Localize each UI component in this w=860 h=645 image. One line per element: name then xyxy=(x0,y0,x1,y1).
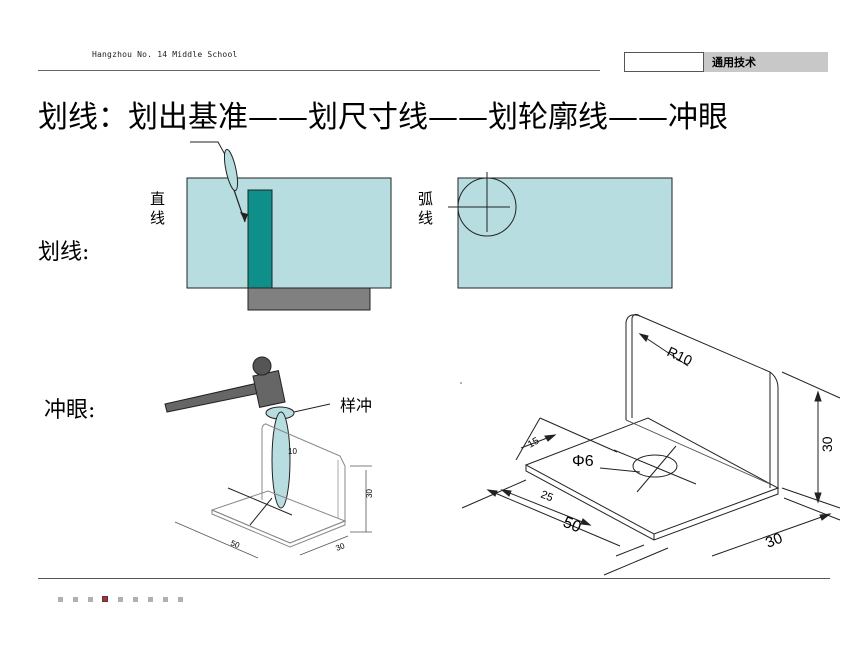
small-dim-10: 10 xyxy=(288,447,297,456)
bracket-dim-30-height: 30 xyxy=(819,436,835,452)
center-punch-label: 样冲 xyxy=(340,396,373,415)
arc-scribing-figure xyxy=(448,172,673,289)
punching-label: 冲眼: xyxy=(44,398,96,423)
scribing-label: 划线: xyxy=(38,240,90,265)
bracket-dim-15: 15 xyxy=(526,435,542,450)
straight-line-label: 直线 xyxy=(150,190,166,227)
page-dot[interactable] xyxy=(163,597,168,602)
arc-line-label: 弧线 xyxy=(418,190,434,227)
bracket-dim-50: 50 xyxy=(561,514,584,536)
punching-figure xyxy=(164,356,372,559)
footer-divider xyxy=(38,578,830,579)
page-dot[interactable] xyxy=(178,597,183,602)
page-dot-current[interactable] xyxy=(102,596,108,602)
course-tag: 通用技术 xyxy=(712,56,756,69)
page-dot[interactable] xyxy=(58,597,63,602)
small-dim-50: 50 xyxy=(229,539,241,551)
bracket-dim-30-depth: 30 xyxy=(763,530,785,552)
small-dim-30h: 30 xyxy=(365,489,374,498)
slide-title: 划线：划出基准——划尺寸线——划轮廓线——冲眼 xyxy=(38,100,728,135)
page-dot[interactable] xyxy=(133,597,138,602)
bracket-hole: Φ6 xyxy=(572,453,594,470)
bracket-dim-25: 25 xyxy=(539,489,555,505)
course-tag-fill xyxy=(703,52,828,72)
page-dot[interactable] xyxy=(148,597,153,602)
small-dim-30: 30 xyxy=(334,541,346,553)
bracket-drawing xyxy=(461,313,841,576)
page-dot[interactable] xyxy=(118,597,123,602)
page-dot[interactable] xyxy=(88,597,93,602)
bracket-radius: R10 xyxy=(665,343,695,368)
school-name: Hangzhou No. 14 Middle School xyxy=(92,50,238,59)
straight-scribing-figure xyxy=(186,141,392,311)
page-dot[interactable] xyxy=(73,597,78,602)
header-divider xyxy=(38,70,600,71)
